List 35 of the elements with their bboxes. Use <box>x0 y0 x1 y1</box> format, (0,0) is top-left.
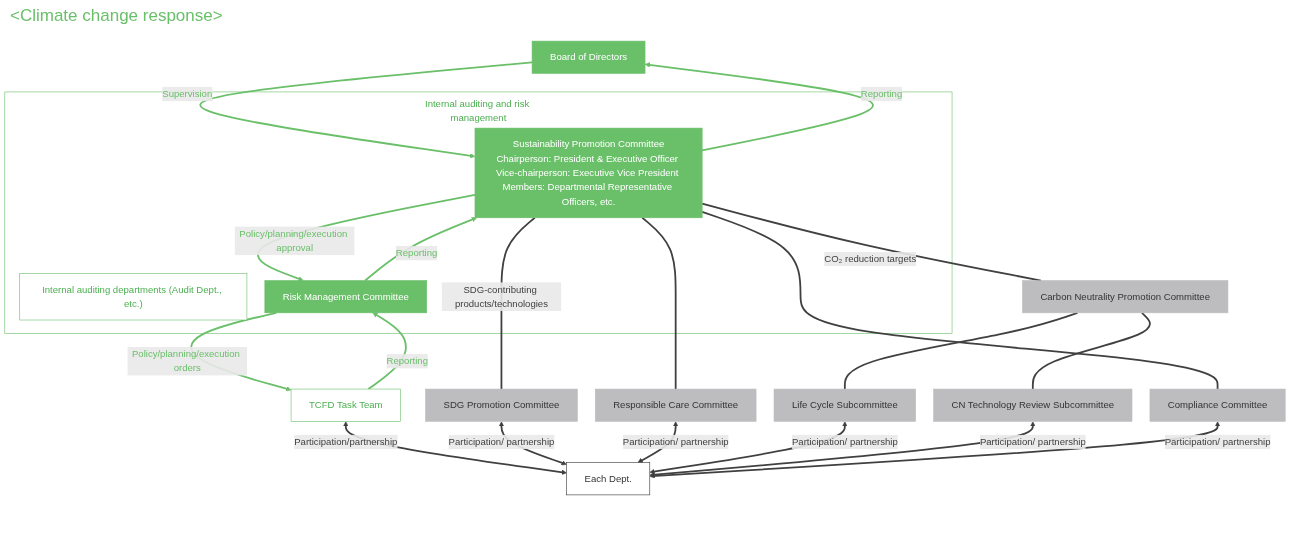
arrow <box>199 61 533 159</box>
edge-label: Policy/planning/execution orders <box>131 348 240 374</box>
arrow <box>257 193 476 282</box>
node-box: Sustainability Promotion Committee Chairperson: President & Executive Officer Vice-chairperson: Executive Vice President Members: Departmental Representative Officers, etc. <box>474 127 703 219</box>
connector <box>701 210 1219 390</box>
edge-label: SDG-contributing products/technologies <box>454 284 548 309</box>
edge-label: Reporting <box>395 247 438 258</box>
node-box: TCFD Task Team <box>290 388 401 422</box>
connector <box>843 311 1079 390</box>
edge-label: Supervision <box>162 88 213 99</box>
node-box: Compliance Committee <box>1149 388 1286 422</box>
edge-label: Reporting <box>386 355 428 367</box>
node-box: Responsible Care Committee <box>594 388 757 422</box>
edge-label: Participation/ partnership <box>791 436 898 447</box>
node-box: Each Dept. <box>566 462 651 496</box>
edge-label: Participation/ partnership <box>979 436 1086 447</box>
edge-label: Reporting <box>860 88 903 99</box>
node-box: Life Cycle Subcommittee <box>773 388 916 422</box>
section-heading: <Climate change response> <box>10 6 223 26</box>
node-box: CN Technology Review Subcommittee <box>933 388 1133 422</box>
node-box: SDG Promotion Committee <box>425 388 578 422</box>
node-box: Internal auditing departments (Audit Dept., etc.) <box>19 273 248 321</box>
edge-label: Participation/ partnership <box>622 436 729 447</box>
edge-label: CO₂ reduction targets <box>824 253 917 264</box>
edge-label: Policy/planning/execution approval <box>239 228 348 253</box>
node-box: Carbon Neutrality Promotion Committee <box>1022 280 1229 314</box>
arrow <box>364 217 477 282</box>
arrow <box>644 62 874 152</box>
edge-label: Participation/ partnership <box>1164 436 1271 447</box>
edge-label: Participation/ partnership <box>448 436 555 447</box>
node-box: Board of Directors <box>531 40 646 74</box>
node-box: Risk Management Committee <box>264 280 427 314</box>
edge-label: Participation/partnership <box>294 436 398 447</box>
connector <box>1031 311 1151 390</box>
connector <box>641 216 677 390</box>
